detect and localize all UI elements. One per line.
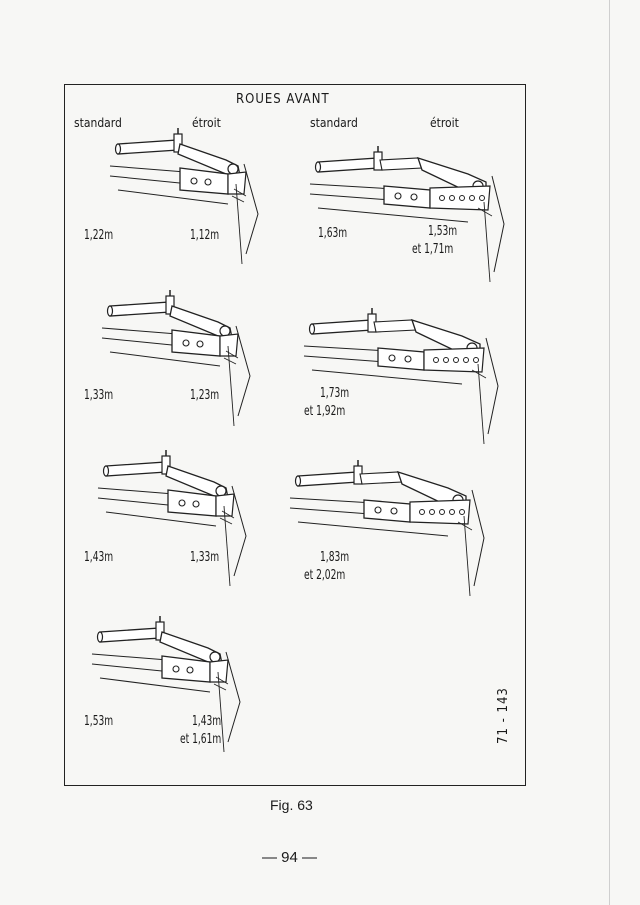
figure-frame [64, 84, 526, 786]
right-etroit-header: étroit [430, 116, 459, 130]
left-etroit-header: étroit [192, 116, 221, 130]
page-number: — 94 — [262, 849, 318, 866]
right-2-standard: 1,73m [320, 386, 350, 401]
axle-drawing-left-1 [109, 127, 259, 265]
left-standard-header: standard [74, 116, 122, 130]
right-2-standard-alt: et 1,92m [304, 404, 346, 419]
left-4-etroit-alt: et 1,61m [180, 732, 222, 747]
right-1-standard: 1,63m [318, 226, 348, 241]
axle-drawing-left-2 [101, 289, 251, 427]
left-4-etroit: 1,43m [192, 714, 222, 729]
left-3-etroit: 1,33m [190, 550, 220, 565]
right-1-etroit-alt: et 1,71m [412, 242, 454, 257]
figure-title: ROUES AVANT [236, 92, 330, 107]
left-4-standard: 1,53m [84, 714, 114, 729]
right-3-standard: 1,83m [320, 550, 350, 565]
scan-edge-line [609, 0, 610, 905]
left-2-standard: 1,33m [84, 388, 114, 403]
right-1-etroit: 1,53m [428, 224, 458, 239]
axle-drawing-right-2 [303, 307, 499, 445]
right-standard-header: standard [310, 116, 358, 130]
left-1-standard: 1,22m [84, 228, 114, 243]
axle-drawing-left-3 [97, 449, 247, 587]
figure-reference: 71 - 143 [496, 687, 511, 744]
axle-drawing-right-1 [309, 145, 505, 283]
left-2-etroit: 1,23m [190, 388, 220, 403]
left-3-standard: 1,43m [84, 550, 114, 565]
right-3-standard-alt: et 2,02m [304, 568, 346, 583]
left-1-etroit: 1,12m [190, 228, 220, 243]
figure-caption: Fig. 63 [270, 797, 313, 813]
